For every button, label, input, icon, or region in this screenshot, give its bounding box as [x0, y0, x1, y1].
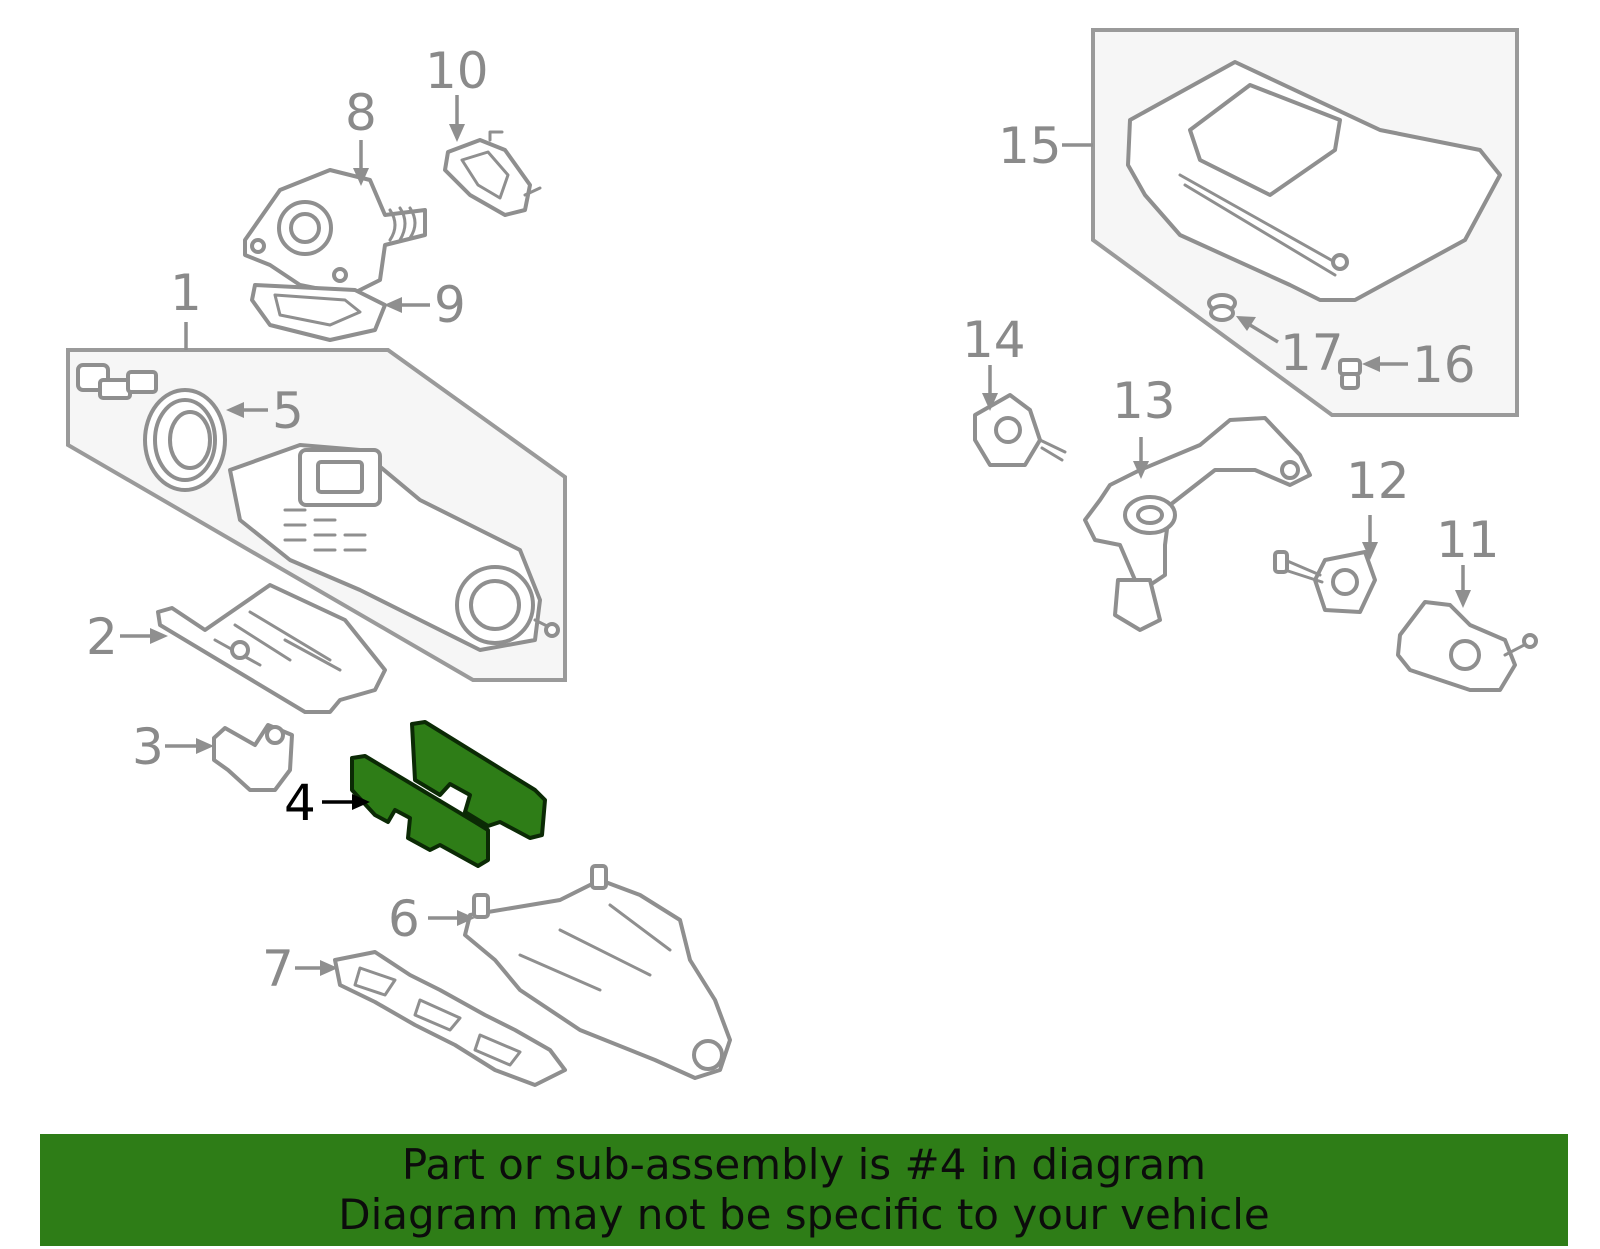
part-10-gasket[interactable]	[443, 130, 542, 217]
banner-line-2: Diagram may not be specific to your vehi…	[338, 1190, 1270, 1239]
callout-7[interactable]: 7	[262, 940, 294, 998]
part-13-egr-pipe[interactable]	[1083, 416, 1312, 632]
parts-diagram: 1 5 8 9	[66, 28, 1538, 1087]
info-banner: Part or sub-assembly is #4 in diagram Di…	[40, 1134, 1568, 1246]
part-14-flange[interactable]	[973, 393, 1067, 467]
callout-3[interactable]: 3	[132, 718, 164, 776]
part-4-upper-gasket	[410, 720, 547, 840]
part-12-valve[interactable]	[1273, 550, 1377, 614]
callout-13[interactable]: 13	[1112, 372, 1176, 430]
banner-line-1: Part or sub-assembly is #4 in diagram	[401, 1140, 1207, 1189]
callout-5[interactable]: 5	[272, 382, 304, 440]
callout-11[interactable]: 11	[1436, 511, 1500, 569]
callout-8[interactable]: 8	[345, 84, 377, 142]
part-8-throttle-body[interactable]	[243, 168, 427, 297]
callout-16[interactable]: 16	[1412, 336, 1476, 394]
callout-14[interactable]: 14	[962, 311, 1026, 369]
part-4-gaskets-highlighted[interactable]	[350, 720, 547, 868]
part-15-engine-cover[interactable]	[1126, 60, 1502, 302]
callout-2[interactable]: 2	[86, 608, 118, 666]
part-2-heat-shield[interactable]	[156, 583, 387, 714]
part-11-egr-valve[interactable]	[1396, 600, 1538, 692]
callout-15[interactable]: 15	[998, 117, 1062, 175]
part-3-bracket[interactable]	[212, 723, 294, 792]
part-5-pulley[interactable]	[143, 388, 227, 492]
part-9-gasket[interactable]	[250, 283, 387, 342]
part-7-manifold-gasket[interactable]	[333, 950, 567, 1087]
part-6-intake-manifold[interactable]	[463, 864, 732, 1080]
callout-9[interactable]: 9	[434, 276, 466, 334]
callout-1[interactable]: 1	[170, 264, 202, 322]
part-17-grommet[interactable]	[1207, 293, 1237, 322]
callout-12[interactable]: 12	[1346, 452, 1410, 510]
supercharger-assembly[interactable]	[76, 363, 560, 652]
callout-4[interactable]: 4	[284, 774, 316, 832]
callout-10[interactable]: 10	[425, 42, 489, 100]
part-4-lower-gasket	[350, 754, 490, 868]
part-16-stud[interactable]	[1338, 358, 1362, 390]
callout-6[interactable]: 6	[388, 890, 420, 948]
callout-17[interactable]: 17	[1280, 324, 1344, 382]
